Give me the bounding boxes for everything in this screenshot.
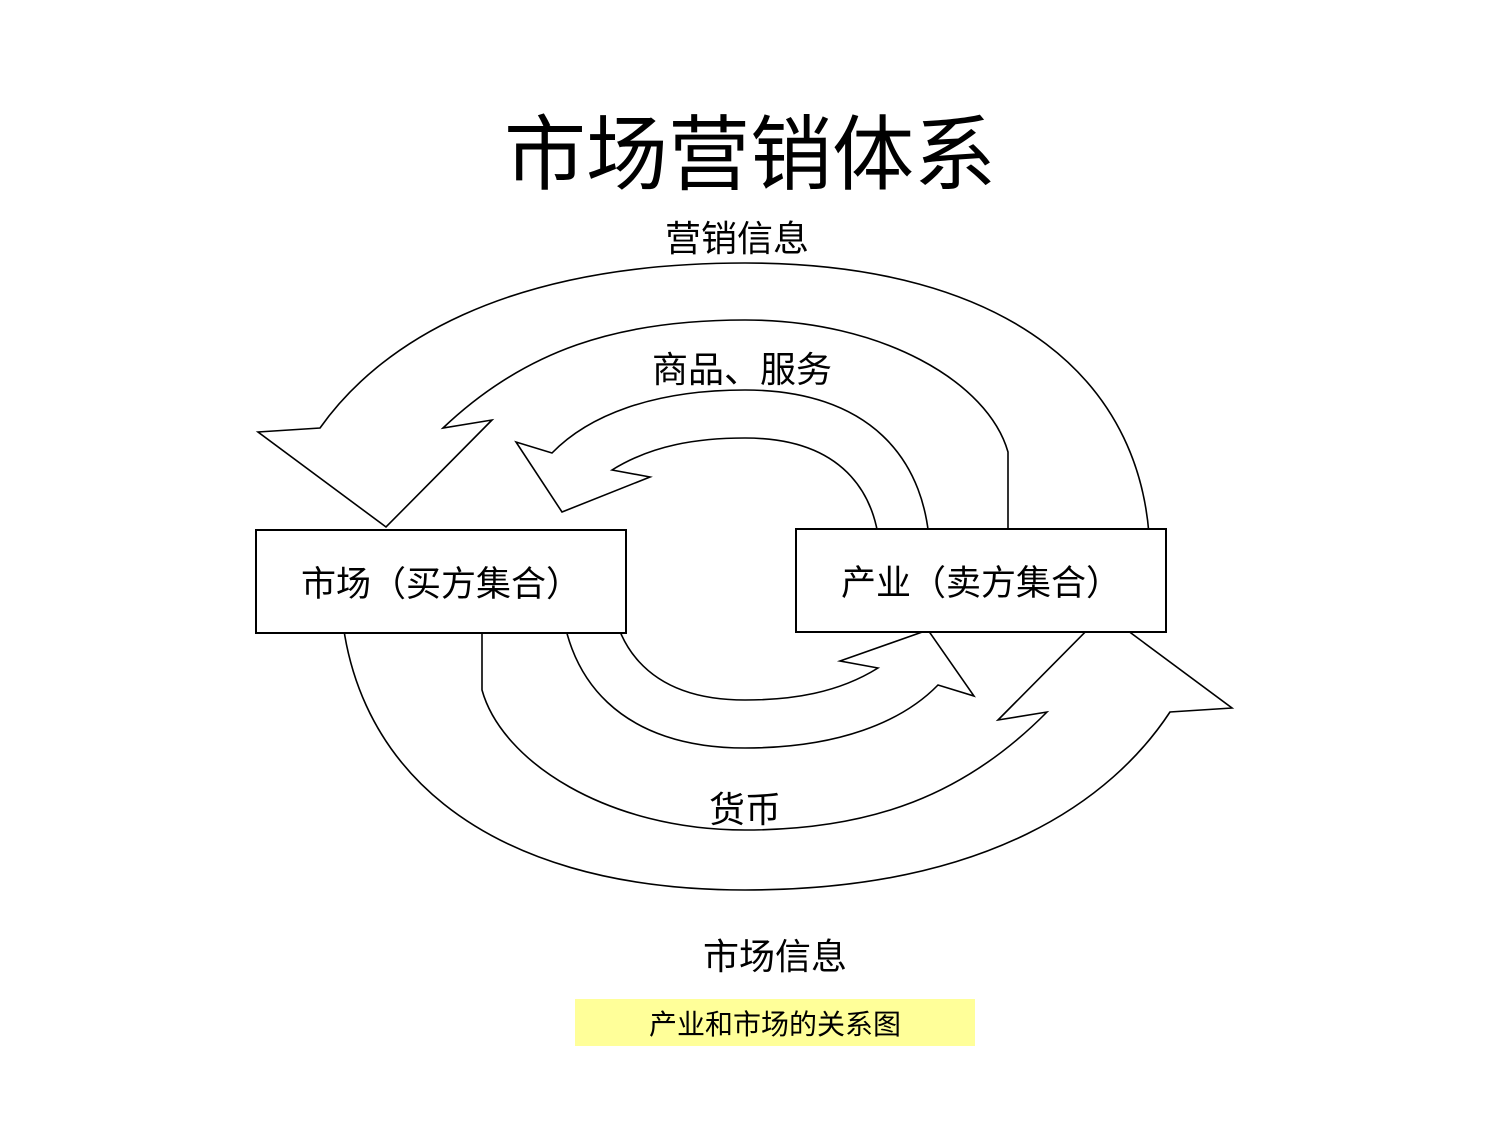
- page-title: 市场营销体系: [503, 110, 996, 201]
- inner-top-arrow: [514, 389, 931, 561]
- outer-top-arrow: [255, 262, 1151, 561]
- market-box: 市场（买方集合）: [255, 529, 627, 634]
- industry-box: 产业（卖方集合）: [795, 528, 1167, 633]
- caption-bar: 产业和市场的关系图: [575, 999, 975, 1046]
- industry-box-label: 产业（卖方集合）: [840, 564, 1121, 603]
- outer-bottom-arrow: [339, 577, 1235, 891]
- label-money: 货币: [708, 790, 782, 830]
- caption-text: 产业和市场的关系图: [648, 1009, 901, 1041]
- inner-bottom-arrow: [559, 577, 976, 749]
- label-goods-services: 商品、服务: [651, 350, 833, 390]
- market-box-label: 市场（买方集合）: [300, 565, 581, 604]
- label-market-info: 市场信息: [702, 937, 848, 977]
- label-marketing-info: 营销信息: [664, 219, 810, 259]
